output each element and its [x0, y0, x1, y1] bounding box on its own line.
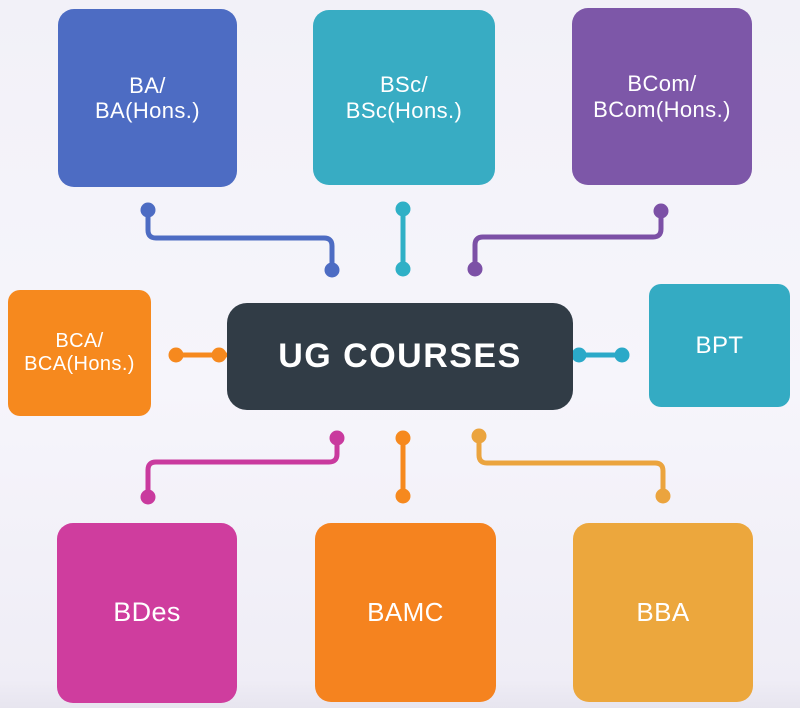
connector-ba: [140, 202, 340, 278]
connector-ba-dot-start: [140, 202, 156, 218]
connector-bpt-dot-end: [614, 347, 630, 363]
center-node-title: UG COURSES: [278, 336, 522, 375]
node-bpt: BPT: [649, 284, 790, 407]
node-ba-label-line1: BA/: [129, 72, 166, 98]
node-bcom-label-line2: BCom(Hons.): [593, 96, 731, 122]
connector-bcom-dot-start: [653, 203, 669, 219]
node-bamc: BAMC: [315, 523, 496, 702]
node-bca: BCA/ BCA(Hons.): [8, 290, 151, 416]
connector-bcom: [467, 203, 669, 277]
node-bca-label: BCA/ BCA(Hons.): [24, 330, 135, 376]
node-bcom: BCom/ BCom(Hons.): [572, 8, 752, 185]
connector-ba-dot-end: [324, 262, 340, 278]
connector-bpt-dot-start: [571, 347, 587, 363]
connector-bba: [471, 428, 671, 504]
node-bpt-label: BPT: [695, 331, 744, 359]
node-bba-label: BBA: [636, 596, 690, 627]
node-ba: BA/ BA(Hons.): [58, 9, 237, 187]
connector-bdes-dot-end: [140, 489, 156, 505]
connector-ba-line: [145, 207, 335, 273]
node-bamc-label: BAMC: [367, 596, 444, 627]
connector-bamc-dot-start: [395, 430, 411, 446]
node-ba-label-line2: BA(Hons.): [94, 98, 201, 123]
node-ba-label: BA/ BA(Hons.): [95, 73, 200, 124]
connector-bamc-dot-end: [395, 488, 411, 504]
node-bdes: BDes: [57, 523, 237, 703]
node-bcom-label: BCom/ BCom(Hons.): [593, 71, 731, 122]
connector-bsc-dot-end: [395, 261, 411, 277]
connector-bamc: [395, 430, 411, 504]
node-bcom-label-line1: BCom/: [627, 71, 697, 97]
center-node-ug-courses: UG COURSES: [227, 303, 573, 410]
node-bsc-label-line2: BSc(Hons.): [345, 97, 463, 123]
connector-bba-dot-end: [655, 488, 671, 504]
node-bca-label-line1: BCA/: [55, 330, 104, 352]
node-bdes-label: BDes: [113, 597, 181, 628]
node-bba: BBA: [573, 523, 753, 702]
connector-bdes-dot-start: [329, 430, 345, 446]
connector-bdes: [140, 430, 345, 505]
node-bca-label-line2: BCA(Hons.): [24, 353, 135, 375]
connector-bba-line: [476, 433, 666, 499]
connector-bca: [168, 347, 229, 363]
connector-bca-dot-end: [211, 347, 227, 363]
node-bsc-label-line1: BSc/: [379, 72, 429, 98]
node-bsc: BSc/ BSc(Hons.): [313, 10, 495, 185]
connector-bsc: [395, 201, 411, 277]
connector-bcom-dot-end: [467, 261, 483, 277]
connector-bca-dot-start: [168, 347, 184, 363]
connector-bpt: [571, 347, 630, 363]
connector-bcom-line: [472, 208, 664, 272]
connector-bsc-dot-start: [395, 201, 411, 217]
node-bsc-label: BSc/ BSc(Hons.): [346, 72, 462, 123]
connector-bba-dot-start: [471, 428, 487, 444]
connector-bdes-line: [145, 435, 340, 500]
